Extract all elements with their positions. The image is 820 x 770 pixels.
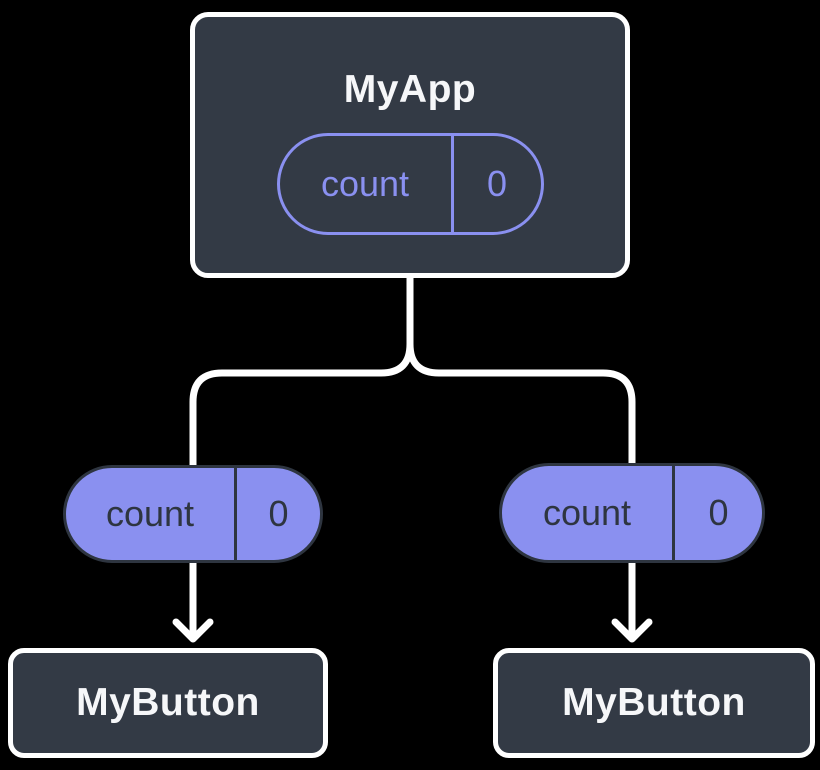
mybutton-title: MyButton (76, 681, 260, 724)
left-arrow-down-icon (172, 618, 214, 643)
connector-left-line (189, 273, 414, 641)
prop-pill-label: count (542, 492, 632, 533)
pill-divider (450, 136, 454, 232)
mybutton-title: MyButton (562, 681, 746, 724)
state-pill-value: 0 (486, 163, 508, 204)
pill-divider (234, 468, 237, 560)
prop-pill-label: count (105, 493, 195, 534)
state-pill-label: count (320, 163, 410, 204)
left-prop-pill: count 0 (63, 465, 323, 563)
myapp-title: MyApp (343, 68, 477, 111)
right-arrow-down-icon (611, 618, 653, 643)
prop-pill-value: 0 (708, 492, 729, 533)
connector-right-line (406, 273, 636, 641)
right-mybutton-card: MyButton (493, 648, 815, 758)
root-state-pill: count 0 (276, 133, 544, 235)
pill-divider (672, 466, 675, 560)
prop-pill-value: 0 (268, 493, 289, 534)
left-mybutton-card: MyButton (8, 648, 328, 758)
myapp-component-card: MyApp count 0 (190, 12, 630, 278)
right-prop-pill: count 0 (499, 463, 765, 563)
